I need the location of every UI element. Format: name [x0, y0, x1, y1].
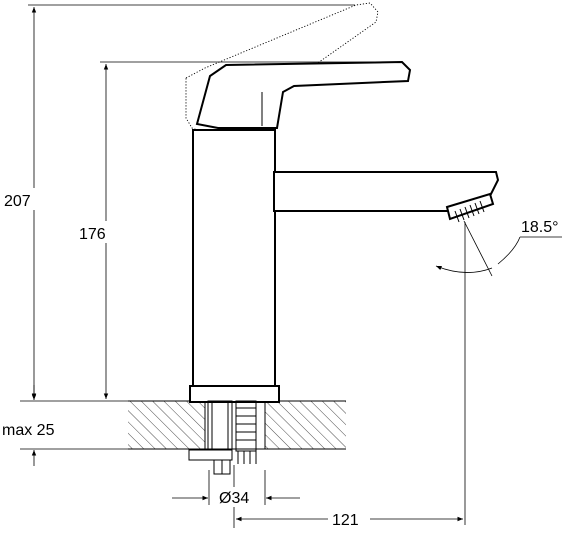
- overall-height-label: 207: [4, 193, 31, 210]
- countertop: [128, 400, 346, 450]
- spout-reach-label: 121: [332, 512, 359, 528]
- spray-angle-label: 18.5°: [521, 219, 559, 236]
- lever-handle: [195, 60, 412, 129]
- hole-diameter-label: Ø34: [219, 490, 249, 507]
- mounting-hardware: [188, 400, 257, 475]
- spout-height-label: 176: [79, 226, 106, 243]
- faucet-spout: [273, 171, 500, 223]
- counter-thickness-label: max 25: [2, 422, 55, 439]
- dimension-spray-angle: [435, 220, 562, 277]
- faucet-body: [189, 129, 280, 403]
